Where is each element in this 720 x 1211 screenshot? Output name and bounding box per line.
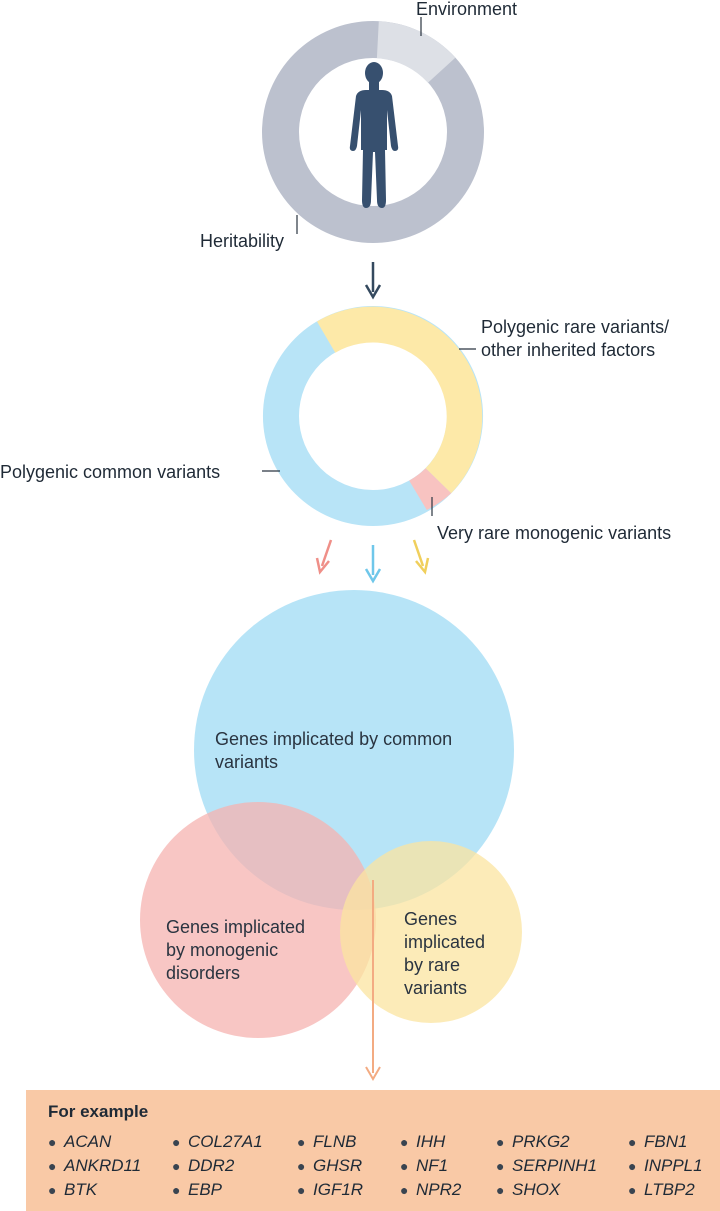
human-figure-icon <box>349 62 399 208</box>
gene-item: ● ANKRD11 <box>48 1154 141 1178</box>
bullet-icon: ● <box>172 1134 181 1150</box>
gene-item: ● BTK <box>48 1178 141 1202</box>
red-arrow <box>315 539 333 575</box>
monogenic-circle-label-line2: by monogenic <box>166 940 278 960</box>
bullet-icon: ● <box>496 1158 505 1174</box>
gene-name: PRKG2 <box>512 1132 570 1151</box>
rare-circle-label-line4: variants <box>404 978 467 998</box>
common-circle-label-line2: variants <box>215 752 278 772</box>
gene-item: ● SERPINH1 <box>496 1154 597 1178</box>
bullet-icon: ● <box>628 1134 637 1150</box>
gene-column: ● FLNB ● GHSR ● IGF1R <box>297 1130 363 1202</box>
bullet-icon: ● <box>48 1158 57 1174</box>
environment-segment <box>376 21 456 83</box>
monogenic-circle-label-line1: Genes implicated <box>166 917 305 937</box>
rare-variants-label-line2: other inherited factors <box>481 340 655 360</box>
gene-name: BTK <box>64 1180 98 1199</box>
gene-column: ● FBN1 ● INPPL1 ● LTBP2 <box>628 1130 703 1202</box>
bullet-icon: ● <box>297 1158 306 1174</box>
gene-item: ● IHH <box>400 1130 461 1154</box>
yellow-arrow <box>412 539 430 575</box>
bullet-icon: ● <box>297 1134 306 1150</box>
bullet-icon: ● <box>172 1182 181 1198</box>
common-circle-label-line1: Genes implicated by common <box>215 729 452 749</box>
rare-variants-segment <box>317 306 483 494</box>
gene-name: SERPINH1 <box>512 1156 598 1175</box>
bullet-icon: ● <box>400 1158 409 1174</box>
gene-name: IHH <box>416 1132 446 1151</box>
gene-venn-diagram: Genes implicated by common variants Gene… <box>140 590 522 1038</box>
monogenic-variants-segment <box>409 468 452 510</box>
gene-name: GHSR <box>313 1156 363 1175</box>
monogenic-variants-label: Very rare monogenic variants <box>437 523 671 543</box>
gene-item: ● NPR2 <box>400 1178 461 1202</box>
bullet-icon: ● <box>496 1134 505 1150</box>
gene-item: ● COL27A1 <box>172 1130 263 1154</box>
gene-item: ● IGF1R <box>297 1178 363 1202</box>
rare-circle-label-line3: by rare <box>404 955 460 975</box>
gene-column: ● PRKG2 ● SERPINH1 ● SHOX <box>496 1130 597 1202</box>
gene-name: LTBP2 <box>644 1180 695 1199</box>
bullet-icon: ● <box>297 1182 306 1198</box>
gene-name: DDR2 <box>188 1156 235 1175</box>
example-genes-box: For example ● ACAN ● ANKRD11 ● BTK ● COL27A1… <box>26 1090 720 1211</box>
gene-name: FLNB <box>313 1132 357 1151</box>
bullet-icon: ● <box>400 1182 409 1198</box>
gene-item: ● LTBP2 <box>628 1178 703 1202</box>
orange-arrow <box>365 880 381 1081</box>
variant-donut: Polygenic rare variants/ other inherited… <box>0 306 671 543</box>
rare-variants-circle <box>340 841 522 1023</box>
gene-list: ●ACAN ●ANKRD11 ●BTK ●COL27A1 ●DDR2 ●EBP … <box>48 1126 720 1206</box>
gene-item: ● EBP <box>172 1178 263 1202</box>
gene-name: INPPL1 <box>644 1156 703 1175</box>
common-variants-label: Polygenic common variants <box>0 462 220 482</box>
gene-name: ANKRD11 <box>64 1156 142 1175</box>
heritability-donut: Environment Heritability <box>200 0 517 251</box>
bullet-icon: ● <box>628 1158 637 1174</box>
example-box-title: For example <box>48 1102 149 1121</box>
blue-arrow <box>364 545 382 584</box>
gene-column: ● IHH ● NF1 ● NPR2 <box>400 1130 461 1202</box>
gene-item: ● INPPL1 <box>628 1154 703 1178</box>
bullet-icon: ● <box>496 1182 505 1198</box>
gene-name: COL27A1 <box>188 1132 263 1151</box>
rare-circle-label-line2: implicated <box>404 932 485 952</box>
gene-item: ● NF1 <box>400 1154 461 1178</box>
gene-name: SHOX <box>512 1180 561 1199</box>
bullet-icon: ● <box>48 1134 57 1150</box>
monogenic-circle-label-line3: disorders <box>166 963 240 983</box>
gene-name: IGF1R <box>313 1180 364 1199</box>
gene-item: ● PRKG2 <box>496 1130 597 1154</box>
gene-name: NF1 <box>416 1156 449 1175</box>
gene-item: ● FLNB <box>297 1130 363 1154</box>
bullet-icon: ● <box>628 1182 637 1198</box>
heritability-label: Heritability <box>200 231 284 251</box>
gene-item: ● DDR2 <box>172 1154 263 1178</box>
bullet-icon: ● <box>48 1182 57 1198</box>
bullet-icon: ● <box>400 1134 409 1150</box>
gene-name: EBP <box>188 1180 223 1199</box>
gene-column: ● ACAN ● ANKRD11 ● BTK <box>48 1130 141 1202</box>
rare-circle-label-line1: Genes <box>404 909 457 929</box>
gene-item: ● ACAN <box>48 1130 141 1154</box>
monogenic-disorders-circle <box>140 802 376 1038</box>
environment-label: Environment <box>416 0 517 19</box>
main-down-arrow <box>364 262 382 300</box>
gene-item: ● GHSR <box>297 1154 363 1178</box>
bullet-icon: ● <box>172 1158 181 1174</box>
gene-column: ● COL27A1 ● DDR2 ● EBP <box>172 1130 263 1202</box>
gene-item: ● FBN1 <box>628 1130 703 1154</box>
gene-item: ● SHOX <box>496 1178 597 1202</box>
gene-name: NPR2 <box>416 1180 462 1199</box>
rare-variants-label-line1: Polygenic rare variants/ <box>481 317 669 337</box>
gene-name: FBN1 <box>644 1132 688 1151</box>
gene-name: ACAN <box>64 1132 112 1151</box>
